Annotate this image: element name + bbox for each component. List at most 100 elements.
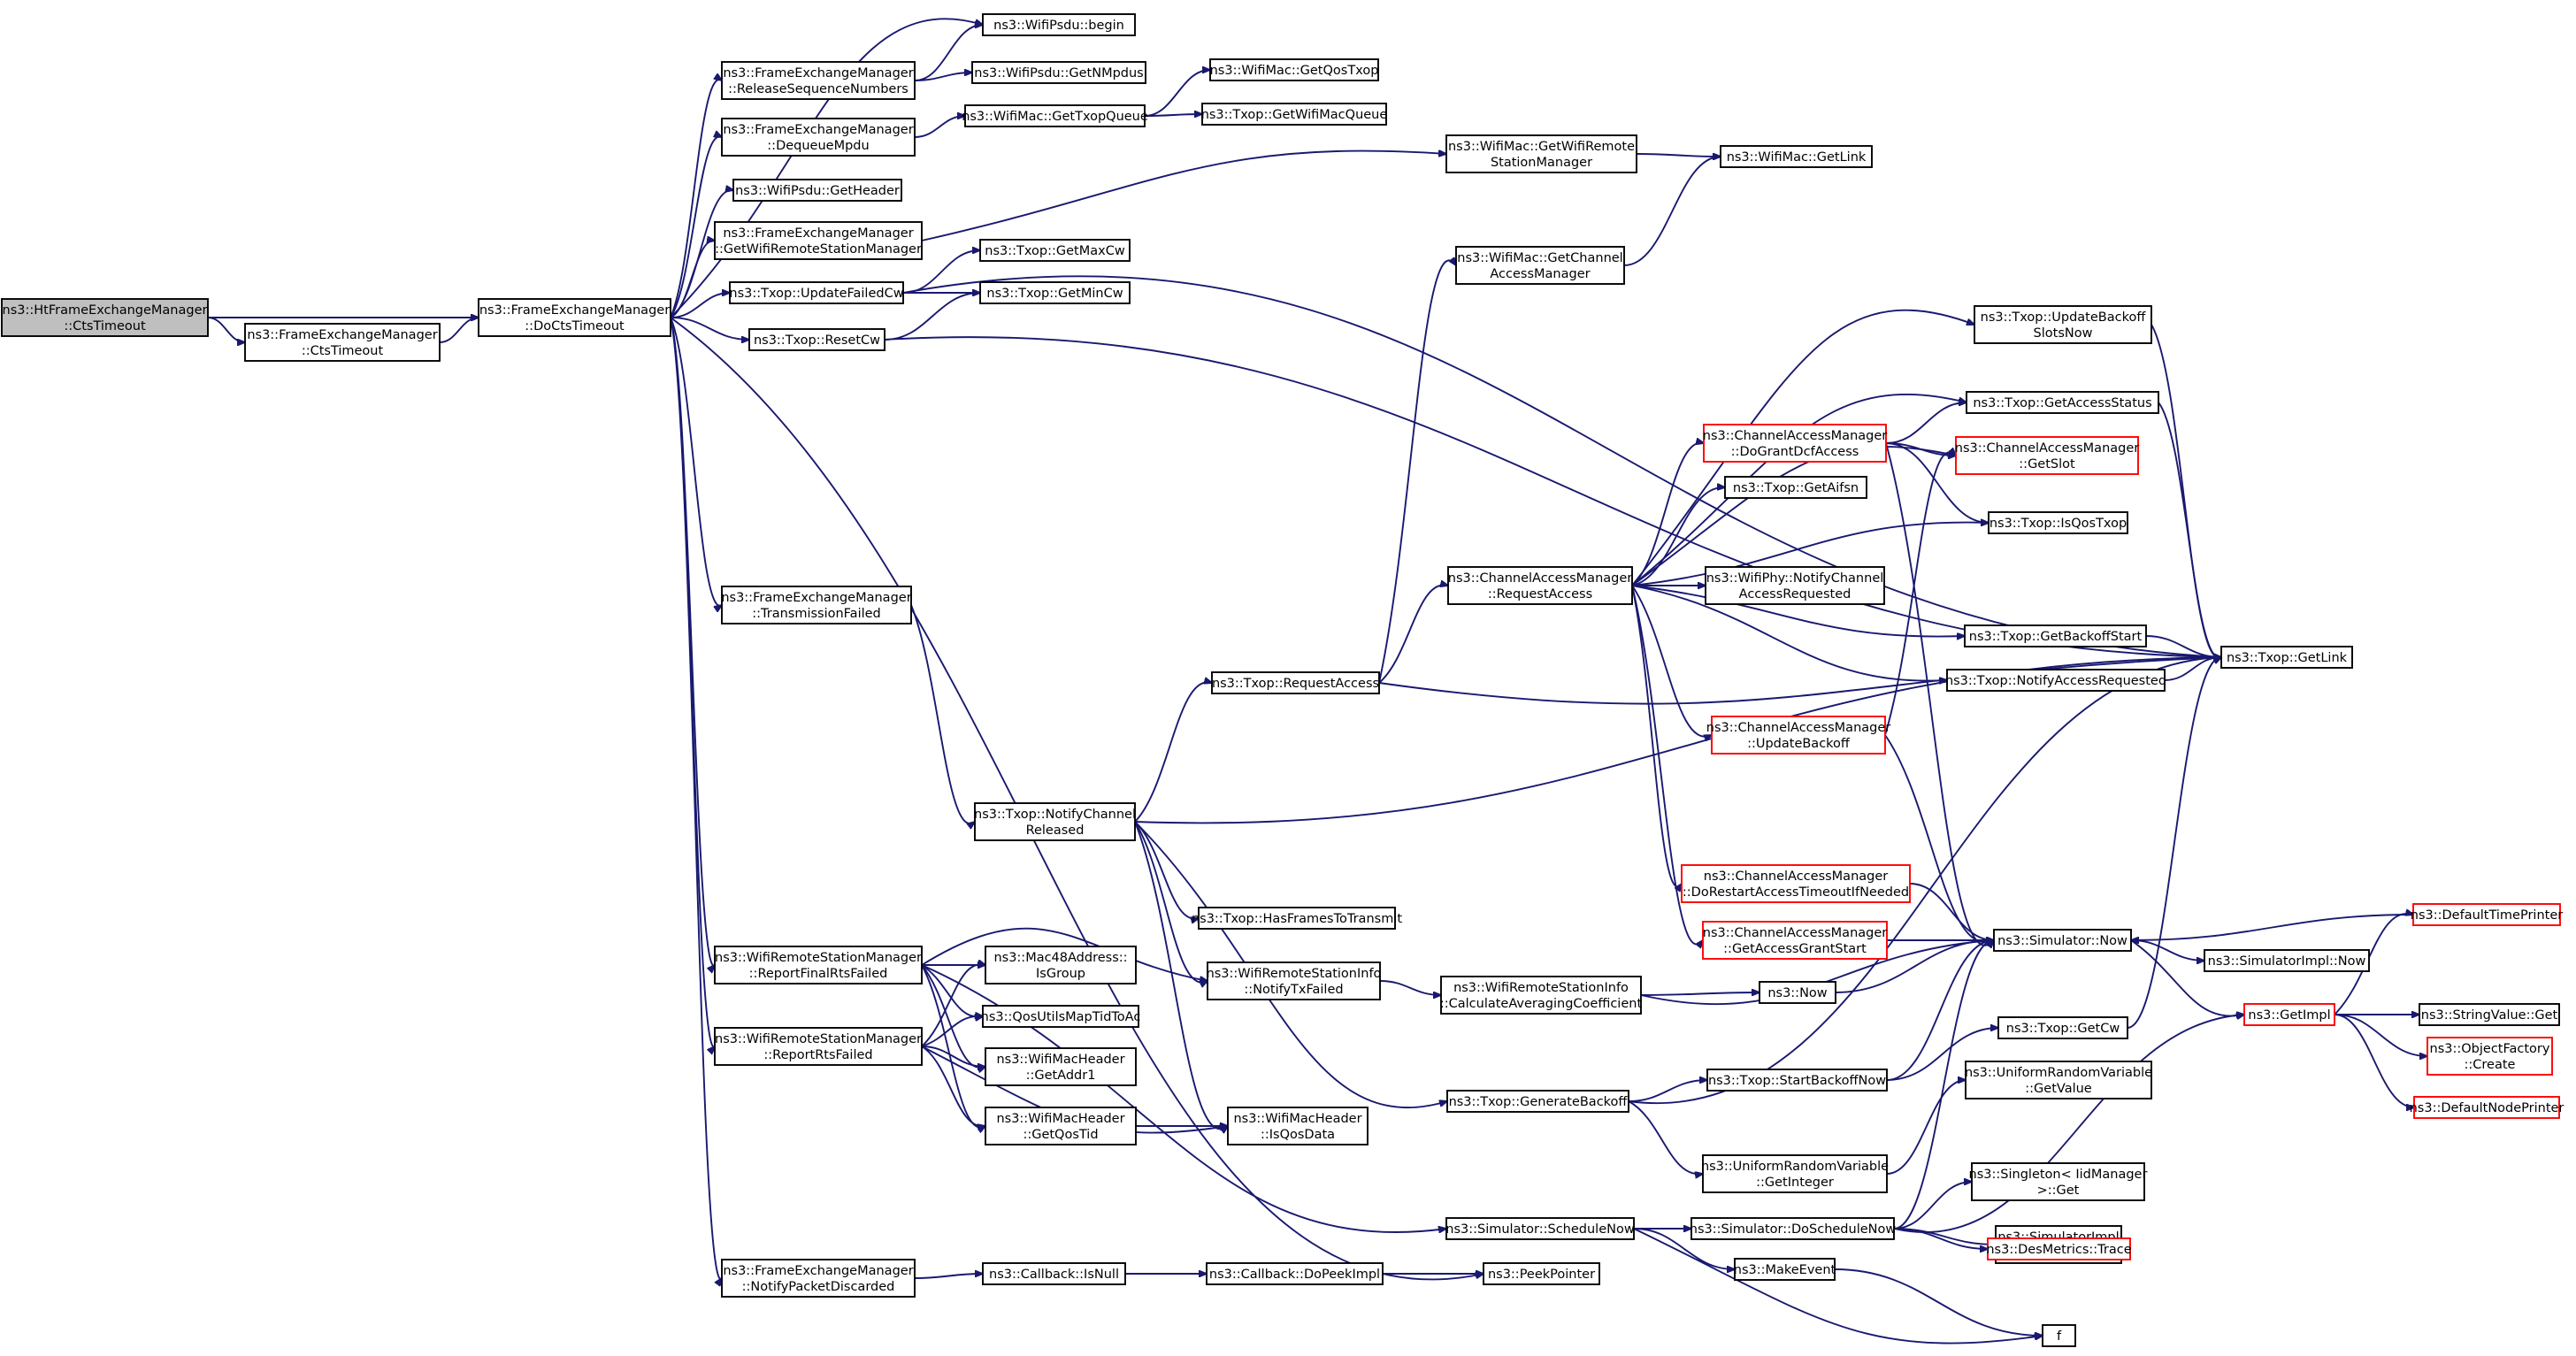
node-label: ns3::Simulator::Now bbox=[1997, 934, 2128, 948]
node-sim_doschedulenow[interactable]: ns3::Simulator::DoScheduleNow bbox=[1690, 1217, 1897, 1240]
node-getimpl[interactable]: ns3::GetImpl bbox=[2243, 1003, 2335, 1026]
node-getqostxop[interactable]: ns3::WifiMac::GetQosTxop bbox=[1209, 58, 1379, 81]
node-label: ns3::WifiRemoteStationInfo bbox=[1207, 967, 1382, 981]
edge-line bbox=[1633, 1228, 1735, 1269]
node-label: ns3::FrameExchangeManager bbox=[723, 226, 913, 241]
node-txop_getlink[interactable]: ns3::Txop::GetLink bbox=[2220, 646, 2353, 669]
node-box bbox=[1206, 1262, 1384, 1285]
call-edge-gettxopqueue-to-getqostxop bbox=[1144, 70, 1210, 117]
node-isgroup[interactable]: ns3::Mac48Address::IsGroup bbox=[985, 946, 1137, 984]
node-getwifimacqueue[interactable]: ns3::Txop::GetWifiMacQueue bbox=[1201, 103, 1388, 126]
node-dorestart[interactable]: ns3::ChannelAccessManager::DoRestartAcce… bbox=[1681, 864, 1911, 903]
call-edge-fem_cts-to-docts bbox=[439, 318, 479, 343]
node-getmaxcw[interactable]: ns3::Txop::GetMaxCw bbox=[979, 239, 1131, 262]
node-urv_getinteger[interactable]: ns3::UniformRandomVariable::GetInteger bbox=[1701, 1154, 1889, 1193]
node-gettxopqueue[interactable]: ns3::WifiMac::GetTxopQueue bbox=[962, 104, 1148, 127]
call-edge-cam_request-to-getbackoffstart bbox=[1631, 585, 1965, 637]
node-cb_isnull[interactable]: ns3::Callback::IsNull bbox=[982, 1262, 1126, 1285]
node-box bbox=[1198, 907, 1396, 930]
call-edge-txop_request-to-getcam bbox=[1378, 260, 1456, 684]
call-edge-getimpl-to-defaulttimeprinter bbox=[2334, 914, 2413, 1015]
node-fem_getwrsm[interactable]: ns3::FrameExchangeManager::GetWifiRemote… bbox=[714, 221, 923, 260]
node-notifychreq[interactable]: ns3::WifiPhy::NotifyChannelAccessRequest… bbox=[1705, 566, 1885, 605]
node-getaifsn[interactable]: ns3::Txop::GetAifsn bbox=[1724, 476, 1867, 499]
edge-line bbox=[921, 1046, 985, 1067]
node-getagstart[interactable]: ns3::ChannelAccessManager::GetAccessGran… bbox=[1702, 921, 1888, 960]
node-cb_dopeek[interactable]: ns3::Callback::DoPeekImpl bbox=[1206, 1262, 1384, 1285]
node-hasframes[interactable]: ns3::Txop::HasFramesToTransmit bbox=[1192, 907, 1402, 930]
node-makeevent[interactable]: ns3::MakeEvent bbox=[1734, 1258, 1836, 1281]
node-fem_cts[interactable]: ns3::FrameExchangeManager::CtsTimeout bbox=[244, 323, 441, 362]
edge-line bbox=[1909, 883, 1994, 940]
node-txop_getcw[interactable]: ns3::Txop::GetCw bbox=[1997, 1016, 2128, 1039]
node-getnmpdus[interactable]: ns3::WifiPsdu::GetNMpdus bbox=[971, 61, 1146, 84]
node-psdu_begin[interactable]: ns3::WifiPsdu::begin bbox=[982, 13, 1136, 36]
node-sim_schedulenow[interactable]: ns3::Simulator::ScheduleNow bbox=[1445, 1217, 1635, 1240]
node-desmetrics[interactable]: ns3::DesMetrics::Trace bbox=[1986, 1237, 2132, 1260]
node-startbackoff[interactable]: ns3::Txop::StartBackoffNow bbox=[1706, 1069, 1888, 1092]
node-sim_now[interactable]: ns3::Simulator::Now bbox=[1993, 929, 2132, 952]
node-objfactory[interactable]: ns3::ObjectFactory::Create bbox=[2426, 1037, 2553, 1076]
node-defaulttimeprinter[interactable]: ns3::DefaultTimePrinter bbox=[2411, 903, 2563, 926]
node-mac_getlink[interactable]: ns3::WifiMac::GetLink bbox=[1720, 145, 1873, 168]
node-genbackoff[interactable]: ns3::Txop::GenerateBackoff bbox=[1446, 1090, 1629, 1113]
edge-line bbox=[2130, 939, 2204, 961]
node-transfailed[interactable]: ns3::FrameExchangeManager::TransmissionF… bbox=[721, 586, 912, 624]
node-ns3now[interactable]: ns3::Now bbox=[1759, 981, 1836, 1004]
edge-line bbox=[1631, 523, 1989, 586]
node-calcavg[interactable]: ns3::WifiRemoteStationInfo::CalculateAve… bbox=[1440, 976, 1643, 1015]
node-label: ns3::Now bbox=[1767, 986, 1827, 1000]
edge-line bbox=[2131, 914, 2414, 940]
node-singleton[interactable]: ns3::Singleton< IidManager >::Get bbox=[1969, 1162, 2148, 1201]
node-isqostxop[interactable]: ns3::Txop::IsQosTxop bbox=[1988, 511, 2128, 534]
node-resetcw[interactable]: ns3::Txop::ResetCw bbox=[748, 328, 886, 351]
edge-line bbox=[1893, 1015, 2244, 1233]
node-reportfinal[interactable]: ns3::WifiRemoteStationManager::ReportFin… bbox=[714, 946, 923, 984]
node-box bbox=[2426, 1037, 2553, 1076]
node-f[interactable]: f bbox=[2042, 1324, 2076, 1347]
call-edge-docts-to-notifypktdisc bbox=[670, 317, 722, 1279]
node-label: ns3::Callback::DoPeekImpl bbox=[1209, 1268, 1380, 1282]
node-updatebackoff[interactable]: ns3::ChannelAccessManager::UpdateBackoff bbox=[1706, 716, 1891, 755]
edge-line bbox=[2145, 635, 2221, 657]
node-urv_getvalue[interactable]: ns3::UniformRandomVariable::GetValue bbox=[1965, 1061, 2152, 1099]
call-edge-cam_request-to-getslot bbox=[1631, 445, 1956, 586]
node-getslot[interactable]: ns3::ChannelAccessManager::GetSlot bbox=[1955, 436, 2140, 475]
node-reportrts[interactable]: ns3::WifiRemoteStationManager::ReportRts… bbox=[714, 1027, 923, 1066]
node-docts[interactable]: ns3::FrameExchangeManager::DoCtsTimeout bbox=[478, 298, 671, 337]
node-label: ::TransmissionFailed bbox=[752, 607, 881, 621]
node-dogrant[interactable]: ns3::ChannelAccessManager::DoGrantDcfAcc… bbox=[1703, 424, 1888, 463]
node-peekpointer[interactable]: ns3::PeekPointer bbox=[1483, 1262, 1600, 1285]
call-edge-makeevent-to-f bbox=[1834, 1268, 2043, 1336]
node-getwrsm[interactable]: ns3::WifiMac::GetWifiRemoteStationManage… bbox=[1445, 134, 1637, 173]
node-release[interactable]: ns3::FrameExchangeManager::ReleaseSequen… bbox=[721, 61, 916, 100]
edge-line bbox=[439, 318, 479, 343]
node-stringvalue[interactable]: ns3::StringValue::Get bbox=[2419, 1003, 2560, 1026]
node-dequeue[interactable]: ns3::FrameExchangeManager::DequeueMpdu bbox=[721, 118, 916, 157]
node-label: ns3::Txop::NotifyChannel bbox=[974, 808, 1136, 822]
node-getmincw[interactable]: ns3::Txop::GetMinCw bbox=[979, 281, 1131, 304]
node-defaultnodeprinter[interactable]: ns3::DefaultNodePrinter bbox=[2410, 1096, 2564, 1119]
node-updatefailedcw[interactable]: ns3::Txop::UpdateFailedCw bbox=[729, 281, 904, 304]
node-simimpl_now[interactable]: ns3::SimulatorImpl::Now bbox=[2204, 949, 2370, 972]
node-notifypktdisc[interactable]: ns3::FrameExchangeManager::NotifyPacketD… bbox=[721, 1259, 916, 1298]
node-notifytxfailed[interactable]: ns3::WifiRemoteStationInfo::NotifyTxFail… bbox=[1207, 961, 1382, 1000]
node-label: ns3::Txop::UpdateFailedCw bbox=[729, 287, 903, 301]
node-getbackoffstart[interactable]: ns3::Txop::GetBackoffStart bbox=[1964, 624, 2147, 647]
edge-line bbox=[921, 927, 1208, 981]
node-getqostid[interactable]: ns3::WifiMacHeader::GetQosTid bbox=[985, 1107, 1137, 1145]
node-notifyaccreq[interactable]: ns3::Txop::NotifyAccessRequested bbox=[1945, 669, 2166, 692]
call-edge-sim_schedulenow-to-f bbox=[1633, 1228, 2043, 1345]
node-txop_request[interactable]: ns3::Txop::RequestAccess bbox=[1211, 671, 1380, 694]
node-root[interactable]: ns3::HtFrameExchangeManager::CtsTimeout bbox=[1, 298, 209, 337]
node-qosutils[interactable]: ns3::QosUtilsMapTidToAc bbox=[981, 1005, 1141, 1028]
node-isqosdata[interactable]: ns3::WifiMacHeader::IsQosData bbox=[1227, 1107, 1368, 1145]
node-box bbox=[1946, 669, 2166, 692]
node-cam_request[interactable]: ns3::ChannelAccessManager::RequestAccess bbox=[1447, 566, 1633, 605]
node-getaccessstatus[interactable]: ns3::Txop::GetAccessStatus bbox=[1966, 391, 2159, 414]
node-psdu_getheader[interactable]: ns3::WifiPsdu::GetHeader bbox=[732, 179, 902, 202]
node-getaddr1[interactable]: ns3::WifiMacHeader::GetAddr1 bbox=[985, 1047, 1137, 1086]
